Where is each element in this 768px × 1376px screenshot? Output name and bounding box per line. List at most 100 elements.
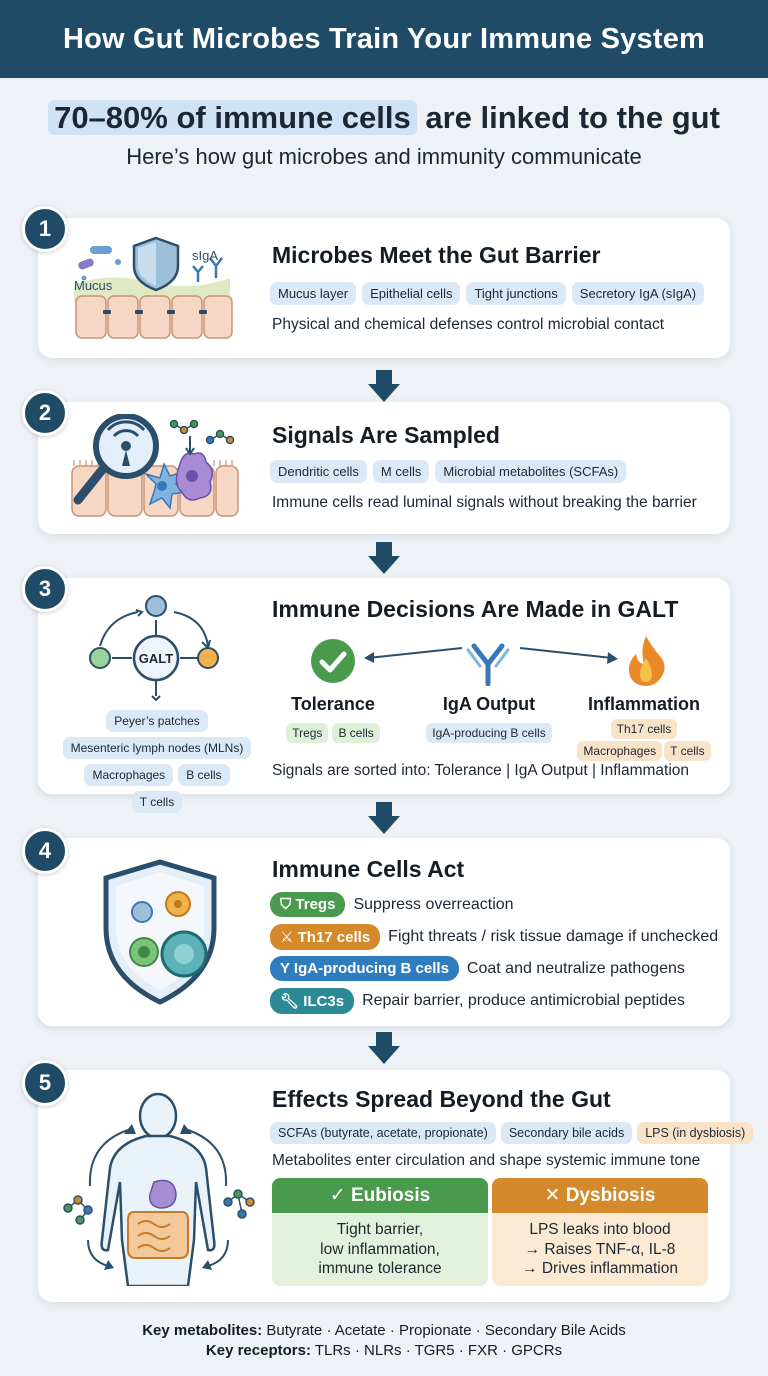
hero-highlight: 70–80% of immune cells (48, 100, 417, 135)
chip: B cells (332, 723, 380, 743)
footer-receptors: Key receptors: TLRs · NLRs · TGR5 · FXR … (0, 1342, 768, 1359)
eubiosis-dysbiosis-comparison: ✓ Eubiosis Tight barrier, low inflammati… (272, 1178, 708, 1286)
decision-tolerance: Tolerance Tregs B cells (262, 694, 404, 743)
chip: SCFAs (butyrate, acetate, propionate) (270, 1122, 496, 1144)
step-5-chips: SCFAs (butyrate, acetate, propionate) Se… (270, 1122, 754, 1144)
chip: Mesenteric lymph nodes (MLNs) (62, 737, 252, 759)
hero-headline-rest: are linked to the gut (416, 100, 720, 135)
step-3-title: Immune Decisions Are Made in GALT (272, 596, 679, 622)
down-arrow-icon (368, 802, 400, 834)
dysbiosis-line: LPS leaks into blood (529, 1220, 671, 1238)
eubiosis-line: Tight barrier, (336, 1220, 424, 1238)
flame-icon (628, 636, 665, 686)
footer-metabolites-label: Key metabolites: (142, 1322, 263, 1339)
shield-icon: ⛉ (280, 896, 296, 913)
action-text: Suppress overreaction (353, 895, 514, 913)
down-arrow-icon (368, 370, 400, 402)
chip: T cells (131, 791, 183, 813)
hero-headline: 70–80% of immune cells are linked to the… (0, 100, 768, 136)
step-1-description: Physical and chemical defenses control m… (272, 316, 664, 333)
chip: Macrophages (84, 764, 174, 786)
step-3-left-chips: Peyer’s patches Mesenteric lymph nodes (… (62, 710, 252, 813)
step-5-description: Metabolites enter circulation and shape … (272, 1152, 701, 1169)
dysbiosis-panel: ✕ Dysbiosis LPS leaks into blood → Raise… (492, 1178, 708, 1286)
decision-label: Inflammation (587, 694, 700, 714)
action-row-th17: ⚔ Th17 cells Fight threats / risk tissue… (270, 924, 718, 950)
eubiosis-panel: ✓ Eubiosis Tight barrier, low inflammati… (272, 1178, 488, 1286)
chip: Secondary bile acids (500, 1122, 633, 1144)
dysbiosis-line: → Drives inflammation (522, 1260, 678, 1278)
footer-receptors-list: TLRs · NLRs · TGR5 · FXR · GPCRs (310, 1342, 563, 1359)
decision-label: Tolerance (291, 694, 375, 714)
decision-iga-output: IgA Output IgA-producing B cells (414, 694, 564, 743)
magnifier-sampling-icon (71, 414, 239, 517)
step-4-number: 4 (22, 828, 68, 874)
human-body-gut-icon (63, 1092, 255, 1286)
decision-chips: IgA-producing B cells (414, 723, 564, 743)
chip: T cells (664, 741, 711, 761)
decision-chips: Th17 cells Macrophages T cells (576, 719, 712, 761)
decision-inflammation: Inflammation Th17 cells Macrophages T ce… (576, 694, 712, 761)
eubiosis-title: ✓ Eubiosis (272, 1178, 488, 1213)
galt-label: GALT (139, 651, 173, 666)
step-1-title: Microbes Meet the Gut Barrier (272, 242, 601, 268)
mucus-label: Mucus (74, 278, 113, 293)
chip: Epithelial cells (362, 282, 461, 305)
immune-shield-cells-icon (103, 859, 217, 1005)
badge-ilc3s: 🔧︎ ILC3s (270, 988, 355, 1014)
step-5-title: Effects Spread Beyond the Gut (272, 1086, 611, 1112)
action-text: Coat and neutralize pathogens (466, 959, 685, 977)
chip: Tight junctions (466, 282, 566, 305)
chip: IgA-producing B cells (426, 723, 552, 743)
eubiosis-line: immune tolerance (318, 1260, 442, 1278)
step-4-title: Immune Cells Act (272, 856, 465, 882)
step-3-number: 3 (22, 566, 68, 612)
crossed-swords-icon: ⚔ (280, 929, 298, 946)
badge-iga-b-cells: Y IgA-producing B cells (270, 956, 459, 981)
antibody-icon: Y (280, 960, 294, 977)
galt-network-icon: GALT (89, 595, 219, 702)
step-1-number: 1 (22, 206, 68, 252)
checkmark-icon (311, 639, 355, 683)
page-header: How Gut Microbes Train Your Immune Syste… (0, 0, 768, 78)
chip: Peyer’s patches (106, 710, 208, 732)
chip: LPS (in dysbiosis) (637, 1122, 754, 1144)
decision-label: IgA Output (442, 694, 536, 714)
footer-receptors-label: Key receptors: (205, 1342, 311, 1359)
step-5-number: 5 (22, 1060, 68, 1106)
action-text: Repair barrier, produce antimicrobial pe… (362, 992, 685, 1009)
wrench-icon: 🔧︎ (280, 993, 304, 1010)
dysbiosis-title: ✕ Dysbiosis (492, 1178, 708, 1213)
action-row-ilc3s: 🔧︎ ILC3s Repair barrier, produce antimic… (270, 988, 685, 1014)
decision-chips: Tregs B cells (262, 723, 404, 743)
down-arrow-icon (368, 1032, 400, 1064)
dysbiosis-body: LPS leaks into blood → Raises TNF-α, IL-… (492, 1213, 708, 1286)
siga-label: sIgA (192, 248, 218, 263)
chip: Dendritic cells (270, 460, 367, 483)
chip: Macrophages (577, 741, 663, 761)
step-2-title: Signals Are Sampled (272, 422, 500, 448)
arrow-right-icon (519, 647, 618, 664)
step-3-description: Signals are sorted into: Tolerance | IgA… (272, 762, 690, 779)
page-title: How Gut Microbes Train Your Immune Syste… (62, 22, 706, 55)
dysbiosis-line: → Raises TNF-α, IL-8 (524, 1240, 676, 1258)
eubiosis-body: Tight barrier, low inflammation, immune … (272, 1213, 488, 1286)
antibody-icon (466, 643, 510, 686)
down-arrow-icon (368, 542, 400, 574)
step-1-chips: Mucus layer Epithelial cells Tight junct… (270, 282, 705, 305)
chip: M cells (372, 460, 430, 483)
action-row-iga-b-cells: Y IgA-producing B cells Coat and neutral… (270, 956, 685, 981)
action-row-tregs: ⛉ Tregs Suppress overreaction (270, 892, 514, 917)
chip: Tregs (286, 723, 329, 743)
hero-section: 70–80% of immune cells are linked to the… (0, 100, 768, 170)
chip: Secretory IgA (sIgA) (571, 282, 705, 305)
badge-th17: ⚔ Th17 cells (270, 924, 381, 950)
arrow-left-icon (364, 647, 463, 663)
badge-tregs: ⛉ Tregs (270, 892, 346, 917)
chip: Microbial metabolites (SCFAs) (435, 460, 627, 483)
chip: Th17 cells (610, 719, 678, 739)
footer-metabolites-list: Butyrate · Acetate · Propionate · Second… (262, 1322, 626, 1339)
step-2-number: 2 (22, 390, 68, 436)
step-2-chips: Dendritic cells M cells Microbial metabo… (270, 460, 627, 483)
gut-barrier-shield-icon: Mucus sIgA (74, 236, 233, 339)
